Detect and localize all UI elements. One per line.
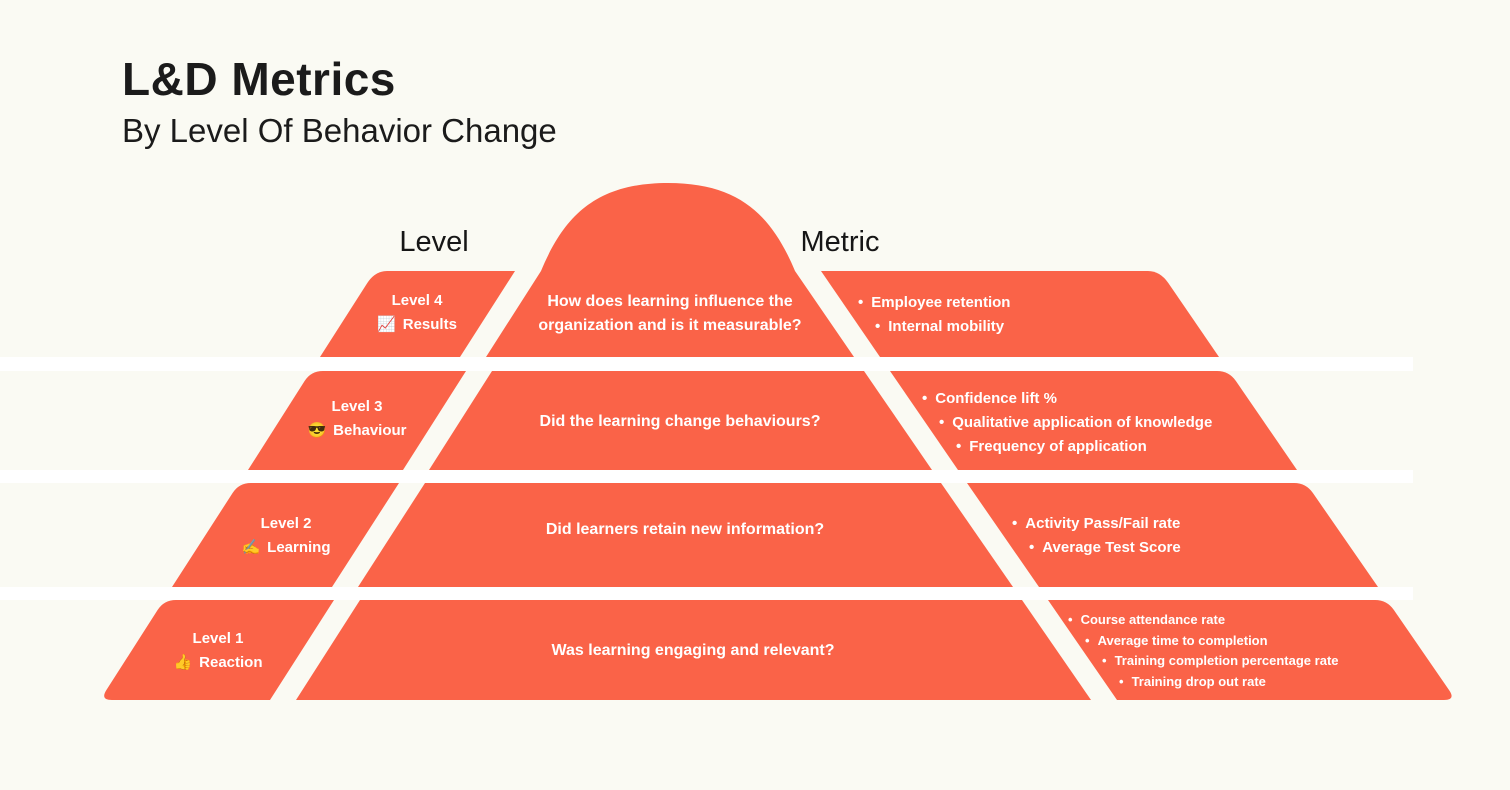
column-header-level: Level (399, 226, 469, 258)
level-2-label-cell: Level 2 ✍️ Learning (241, 512, 330, 560)
metric-item: Employee retention (858, 291, 1010, 315)
level-1-question-shape (296, 600, 1091, 700)
metric-item: Course attendance rate (1068, 610, 1339, 631)
results-chart-icon: 📈 (377, 316, 396, 333)
level-4-number: Level 4 (391, 292, 443, 309)
metric-item: Frequency of application (956, 435, 1212, 459)
metric-item: Training drop out rate (1119, 672, 1339, 693)
level-3-name: Behaviour (333, 422, 407, 439)
learning-writing-hand-icon: ✍️ (241, 539, 261, 556)
column-header-metric: Metric (800, 226, 880, 258)
level-1-number: Level 1 (192, 630, 244, 647)
separator-stripe-3 (0, 587, 1413, 600)
level-1-question: Was learning engaging and relevant? (551, 642, 835, 659)
level-2-question-shape (358, 483, 1013, 587)
level-4-question: How does learning influence the organiza… (538, 293, 802, 334)
level-4-metrics-list: Employee retention Internal mobility (858, 291, 1010, 339)
level-2-question: Did learners retain new information? (545, 521, 825, 538)
level-3-question: Did the learning change behaviours? (539, 413, 821, 430)
level-3-label-shape (248, 371, 466, 470)
metric-item: Average time to completion (1085, 631, 1339, 652)
level-2-metrics-list: Activity Pass/Fail rate Average Test Sco… (1012, 512, 1181, 560)
metric-item: Training completion percentage rate (1102, 651, 1339, 672)
level-4-label-shape (320, 271, 515, 357)
separator-stripe-2 (0, 470, 1413, 483)
separator-stripe-1 (0, 357, 1413, 371)
metric-item: Confidence lift % (922, 387, 1212, 411)
level-4-label-cell: Level 4 📈 Results (377, 289, 457, 337)
level-2-number: Level 2 (260, 515, 312, 532)
level-3-metrics-list: Confidence lift % Qualitative applicatio… (922, 387, 1212, 459)
page-title: L&D Metrics (122, 53, 396, 105)
level-1-name: Reaction (199, 654, 263, 671)
level-3-label-cell: Level 3 😎 Behaviour (307, 395, 406, 443)
level-3-number: Level 3 (331, 398, 383, 415)
level-1-metrics-list: Course attendance rate Average time to c… (1068, 610, 1339, 693)
level-2-name: Learning (267, 539, 331, 556)
metric-item: Internal mobility (875, 315, 1010, 339)
level-1-label-shape (104, 600, 334, 700)
behaviour-sunglasses-face-icon: 😎 (307, 422, 327, 439)
level-3-question-shape (429, 371, 932, 470)
level-4-question-shape-with-apex (486, 183, 854, 357)
level-2-label-shape (172, 483, 399, 587)
reaction-thumbs-up-icon: 👍 (173, 654, 193, 671)
metric-item: Qualitative application of knowledge (939, 411, 1212, 435)
page-subtitle: By Level Of Behavior Change (122, 112, 557, 149)
level-1-label-cell: Level 1 👍 Reaction (173, 627, 262, 675)
metric-item: Average Test Score (1029, 536, 1180, 560)
metric-item: Activity Pass/Fail rate (1012, 512, 1181, 536)
level-4-name: Results (402, 316, 457, 333)
